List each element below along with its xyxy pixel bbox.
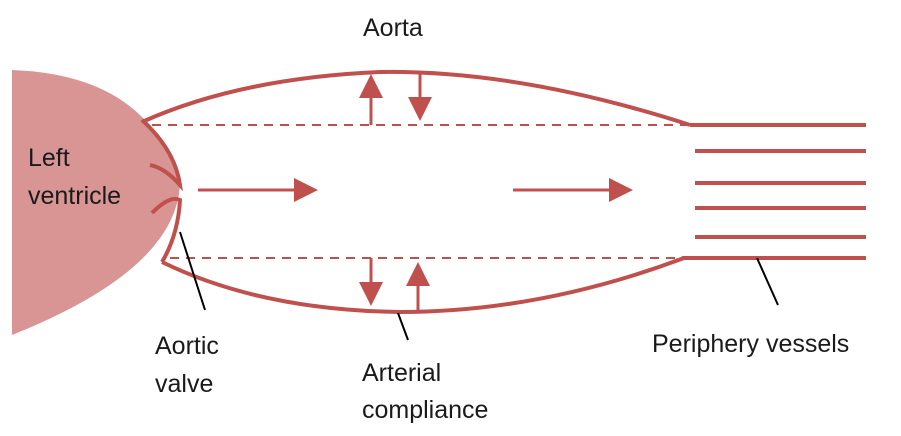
arterial-compliance-pointer (397, 312, 409, 341)
left-ventricle-label-line2: ventricle (28, 182, 122, 210)
aortic-valve-upper-flap (140, 118, 183, 192)
arterial-compliance-label-line2: compliance (362, 396, 489, 424)
periphery-vessels-pointer (756, 257, 779, 306)
aortic-valve-pointer (179, 231, 206, 311)
left-ventricle-label-line1: Left (28, 144, 70, 172)
aortic-valve-lower-flap (150, 196, 183, 264)
left-ventricle-shape (12, 70, 180, 335)
aorta-upper-wall (141, 69, 691, 127)
pointer-lines (179, 231, 779, 341)
aortic-valve-label-line1: Aortic (155, 332, 219, 360)
aortic-valve-label-line2: valve (155, 370, 214, 398)
compliance-arrows (198, 74, 633, 310)
periphery-vessels-label: Periphery vessels (652, 330, 850, 358)
aorta-label: Aorta (363, 14, 423, 42)
periphery-vessel-lines (682, 123, 866, 260)
arterial-compliance-label-line1: Arterial (362, 359, 442, 387)
aorta-lower-wall (161, 256, 685, 315)
